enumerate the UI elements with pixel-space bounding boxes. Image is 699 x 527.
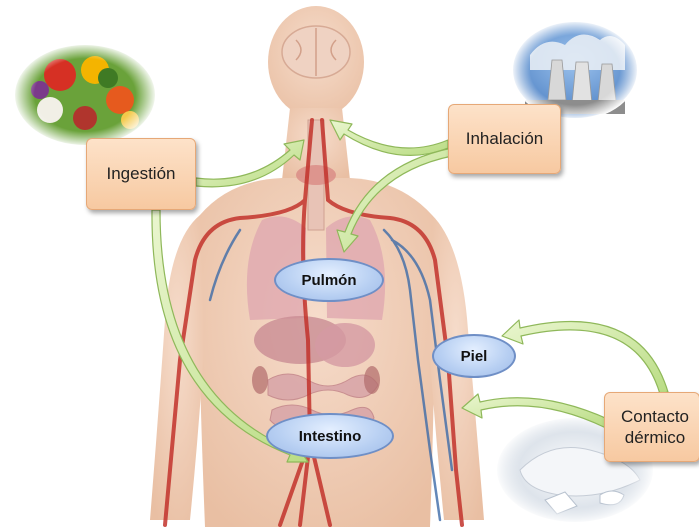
organ-oval-intestine: Intestino	[266, 413, 394, 459]
organ-label-skin: Piel	[461, 348, 488, 365]
arrow-contact-skin	[502, 320, 668, 394]
organ-oval-lung: Pulmón	[274, 258, 384, 302]
route-box-dermal-contact: Contacto dérmico	[604, 392, 699, 462]
route-label-inhalation: Inhalación	[466, 128, 544, 149]
vegetables-image	[13, 43, 157, 147]
organ-label-intestine: Intestino	[299, 428, 362, 445]
arrow-inhalation-throat	[330, 120, 448, 155]
stomach-icon	[315, 323, 375, 367]
route-box-ingestion: Ingestión	[86, 138, 196, 210]
route-label-dermal-contact: Contacto dérmico	[619, 406, 691, 449]
organ-label-lung: Pulmón	[302, 272, 357, 289]
route-box-inhalation: Inhalación	[448, 104, 561, 174]
organ-oval-skin: Piel	[432, 334, 516, 378]
route-label-ingestion: Ingestión	[107, 163, 176, 184]
